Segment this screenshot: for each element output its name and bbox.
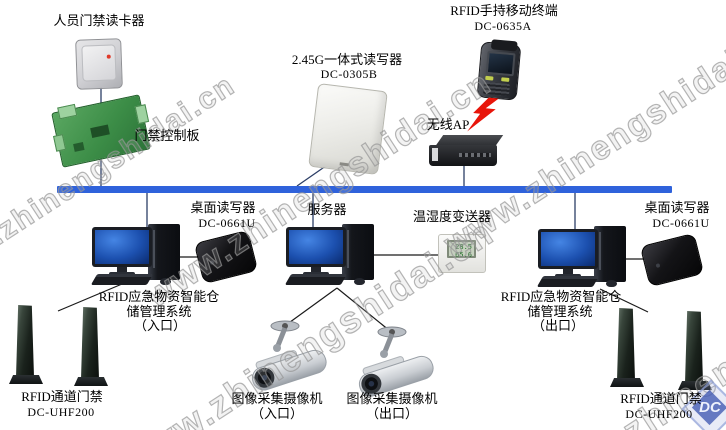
ap-ports [459, 153, 491, 157]
label-gate-right: RFID通道门禁 [620, 391, 702, 406]
antenna-mark [339, 162, 349, 167]
pc-keyboard [284, 274, 348, 285]
wireless-link-bolt-icon [467, 97, 499, 132]
label-245g-reader-model: DC-0305B [320, 67, 378, 81]
label-personnel-card-reader: 人员门禁读卡器 [53, 13, 145, 28]
label-gate-left-model: DC-UHF200 [27, 405, 95, 419]
label-gate-right-model: DC-UHF200 [625, 407, 693, 421]
handheld-function-buttons [485, 75, 511, 82]
pc-screen [541, 232, 595, 266]
pcb-chip [90, 124, 110, 138]
pc-monitor [92, 227, 152, 267]
camera-arm-joint [273, 344, 281, 352]
network-bus-line [57, 186, 672, 193]
label-camera-exit-suffix: （出口） [365, 406, 419, 421]
pc-tower [342, 224, 374, 280]
label-desktop-reader-left-model: DC-0661U [198, 216, 256, 230]
connector-leftpc-gate [57, 283, 123, 312]
connector-rightpc-gate [599, 288, 649, 313]
label-wms-exit-line1: RFID应急物资智能仓 [500, 289, 622, 304]
label-wms-entry-line2: 储管理系统 [126, 304, 192, 319]
lcd-humidity-value: 65.6 [455, 251, 472, 259]
pc-keyboard [90, 274, 154, 285]
label-handheld-terminal: RFID手持移动终端 [450, 3, 558, 18]
monitor-stand [117, 267, 127, 273]
pc-tower [594, 226, 626, 282]
handheld-scanner-head [490, 39, 518, 52]
label-245g-reader: 2.45G一体式读写器 [291, 52, 403, 67]
exit-gate-tower-1-image [610, 308, 644, 394]
lcd-temperature-value: 28.5 [455, 243, 472, 251]
pcb-chip [73, 142, 85, 152]
lightning-bolt-shape [467, 97, 499, 132]
camera-arm-joint [380, 350, 388, 358]
server-image [284, 224, 382, 286]
pc-mouse [354, 278, 365, 285]
pc-tower [148, 224, 180, 280]
temp-humidity-transmitter-image: 28.5 65.6 [438, 234, 486, 273]
label-wms-exit-line2: 储管理系统 [527, 304, 593, 319]
camera-exit-image [358, 326, 434, 397]
camera-entry-image [251, 320, 327, 391]
temp-humidity-lcd: 28.5 65.6 [447, 240, 476, 259]
label-wms-exit-suffix: （出口） [531, 318, 585, 333]
label-desktop-reader-right: 桌面读写器 [644, 200, 710, 215]
label-handheld-model: DC-0635A [474, 19, 532, 33]
dc-logo-text: DC [699, 399, 721, 416]
label-camera-entry-suffix: （入口） [250, 406, 304, 421]
peripheral-lines [57, 254, 649, 332]
label-wms-entry-line1: RFID应急物资智能仓 [98, 289, 220, 304]
label-camera-exit: 图像采集摄像机 [346, 391, 438, 406]
exit-gate-tower-2-image [678, 311, 712, 397]
handheld-screen [485, 50, 516, 77]
card-reader-image [75, 38, 123, 90]
wireless-ap-image [429, 135, 504, 169]
camera-body [358, 355, 434, 397]
exit-workstation-image [536, 226, 634, 288]
camera-body [251, 349, 327, 391]
handheld-terminal-image [476, 39, 522, 101]
label-desktop-reader-right-model: DC-0661U [652, 216, 710, 230]
pc-mouse [606, 280, 617, 287]
monitor-stand [563, 269, 573, 275]
label-wms-entry-suffix: （入口） [133, 318, 187, 333]
pc-screen [289, 230, 343, 264]
label-camera-entry: 图像采集摄像机 [231, 391, 323, 406]
label-server: 服务器 [307, 202, 347, 217]
label-access-control-board: 门禁控制板 [134, 128, 200, 143]
ap-slot [432, 148, 438, 161]
pcb-terminal [53, 134, 67, 152]
pc-keyboard [536, 276, 600, 287]
entry-gate-tower-2-image [74, 307, 108, 393]
pc-mouse [160, 278, 171, 285]
pcb-terminal [57, 103, 78, 120]
pc-monitor [538, 229, 598, 269]
entry-workstation-image [90, 224, 188, 286]
pc-screen [95, 230, 149, 264]
label-temp-humidity: 温湿度变送器 [412, 209, 492, 224]
label-desktop-reader-left: 桌面读写器 [190, 200, 256, 215]
handheld-keypad [482, 81, 510, 96]
connector-server-camera-entry [285, 287, 338, 326]
integrated-reader-antenna-image [308, 83, 388, 175]
card-reader-panel [81, 44, 117, 82]
label-wireless-ap: 无线AP [426, 117, 470, 132]
pc-monitor [286, 227, 346, 267]
dc-watermark-logo: DC [681, 379, 726, 430]
monitor-stand [311, 267, 321, 273]
entry-gate-tower-1-image [9, 305, 43, 391]
camera-lens-glass [368, 380, 375, 387]
camera-lens-glass [261, 374, 268, 381]
connector-server-camera-exit [336, 287, 391, 332]
label-gate-left: RFID通道门禁 [21, 389, 103, 404]
